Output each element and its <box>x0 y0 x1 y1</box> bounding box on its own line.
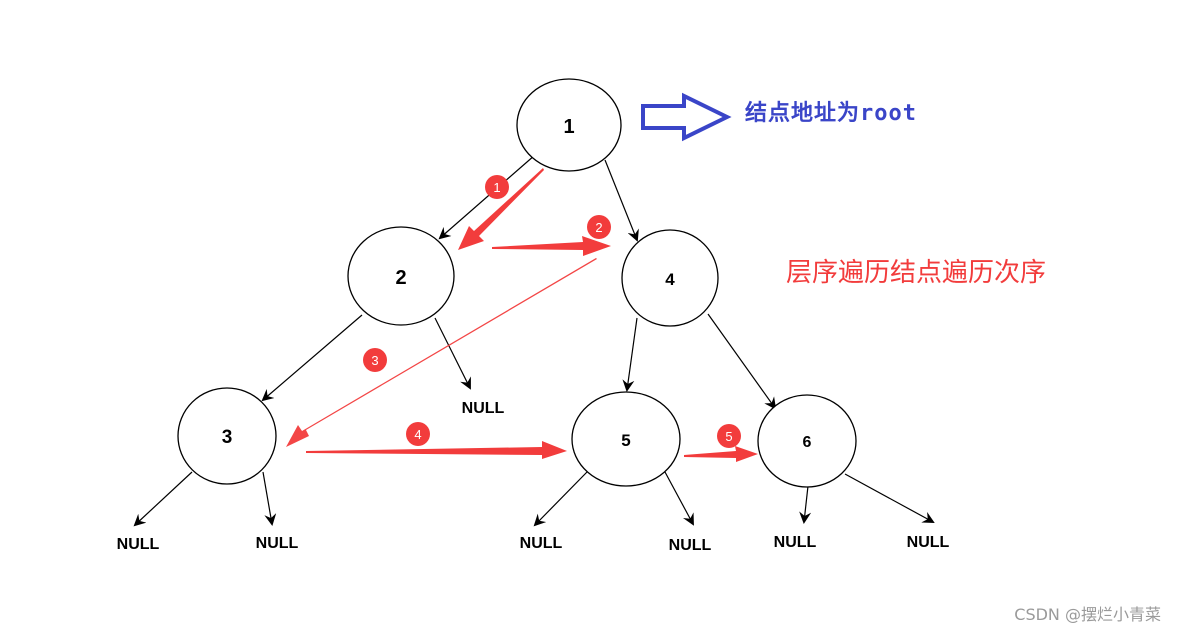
node-label: 1 <box>563 116 574 138</box>
edge-6-null-right <box>844 473 935 523</box>
edge-2-3 <box>261 314 363 402</box>
edge-1-2 <box>438 154 536 240</box>
node-label: 6 <box>803 434 812 451</box>
root-annotation: 结点地址为root <box>641 92 917 142</box>
node-label: 5 <box>621 431 630 450</box>
svg-text:1: 1 <box>493 180 500 195</box>
node-label: 3 <box>222 427 233 448</box>
root-annotation-text: 结点地址为root <box>745 100 917 126</box>
null-label: NULL <box>520 535 563 552</box>
edge-4-6 <box>707 313 777 410</box>
edge-6-null-left <box>799 485 812 524</box>
tree-node-1: 1 <box>516 78 622 172</box>
tree-node-6: 6 <box>757 394 857 488</box>
step-badge-1: 1 <box>485 175 509 199</box>
null-label: NULL <box>117 536 160 553</box>
null-label: NULL <box>256 535 299 552</box>
tree-node-4: 4 <box>621 229 719 327</box>
svg-text:2: 2 <box>595 220 602 235</box>
traversal-caption: 层序遍历结点遍历次序 <box>786 258 1046 288</box>
edge-3-null-right <box>262 471 277 526</box>
svg-text:4: 4 <box>414 427 421 442</box>
svg-text:5: 5 <box>725 429 732 444</box>
traversal-arrow-1 <box>458 168 544 250</box>
null-label: NULL <box>774 534 817 551</box>
null-leaves: NULL NULL NULL NULL NULL NULL NULL <box>117 400 950 554</box>
svg-text:3: 3 <box>371 353 378 368</box>
edge-3-null-left <box>133 471 193 527</box>
tree-node-3: 3 <box>177 387 277 485</box>
edge-4-5 <box>622 317 638 392</box>
watermark: CSDN @摆烂小青菜 <box>1014 605 1161 624</box>
edge-5-null-left <box>533 471 588 527</box>
null-label: NULL <box>907 534 950 551</box>
node-label: 2 <box>395 267 406 289</box>
edge-2-null <box>434 317 471 390</box>
traversal-arrows <box>286 168 758 462</box>
step-badge-3: 3 <box>363 348 387 372</box>
null-label: NULL <box>669 537 712 554</box>
node-label: 4 <box>665 270 675 289</box>
null-label: NULL <box>462 400 505 417</box>
edge-1-4 <box>604 159 639 242</box>
step-badge-5: 5 <box>717 424 741 448</box>
step-badge-4: 4 <box>406 422 430 446</box>
step-badges: 1 2 3 4 5 <box>363 175 741 448</box>
step-badge-2: 2 <box>587 215 611 239</box>
tree-node-5: 5 <box>571 391 681 487</box>
traversal-arrow-2 <box>492 236 611 256</box>
tree-edges <box>133 154 935 527</box>
tree-node-2: 2 <box>347 226 455 326</box>
traversal-arrow-4 <box>306 441 567 459</box>
traversal-arrow-3 <box>286 258 597 447</box>
hollow-right-arrow-icon <box>641 92 732 142</box>
edge-5-null-right <box>664 471 694 526</box>
traversal-arrow-5 <box>684 446 758 462</box>
